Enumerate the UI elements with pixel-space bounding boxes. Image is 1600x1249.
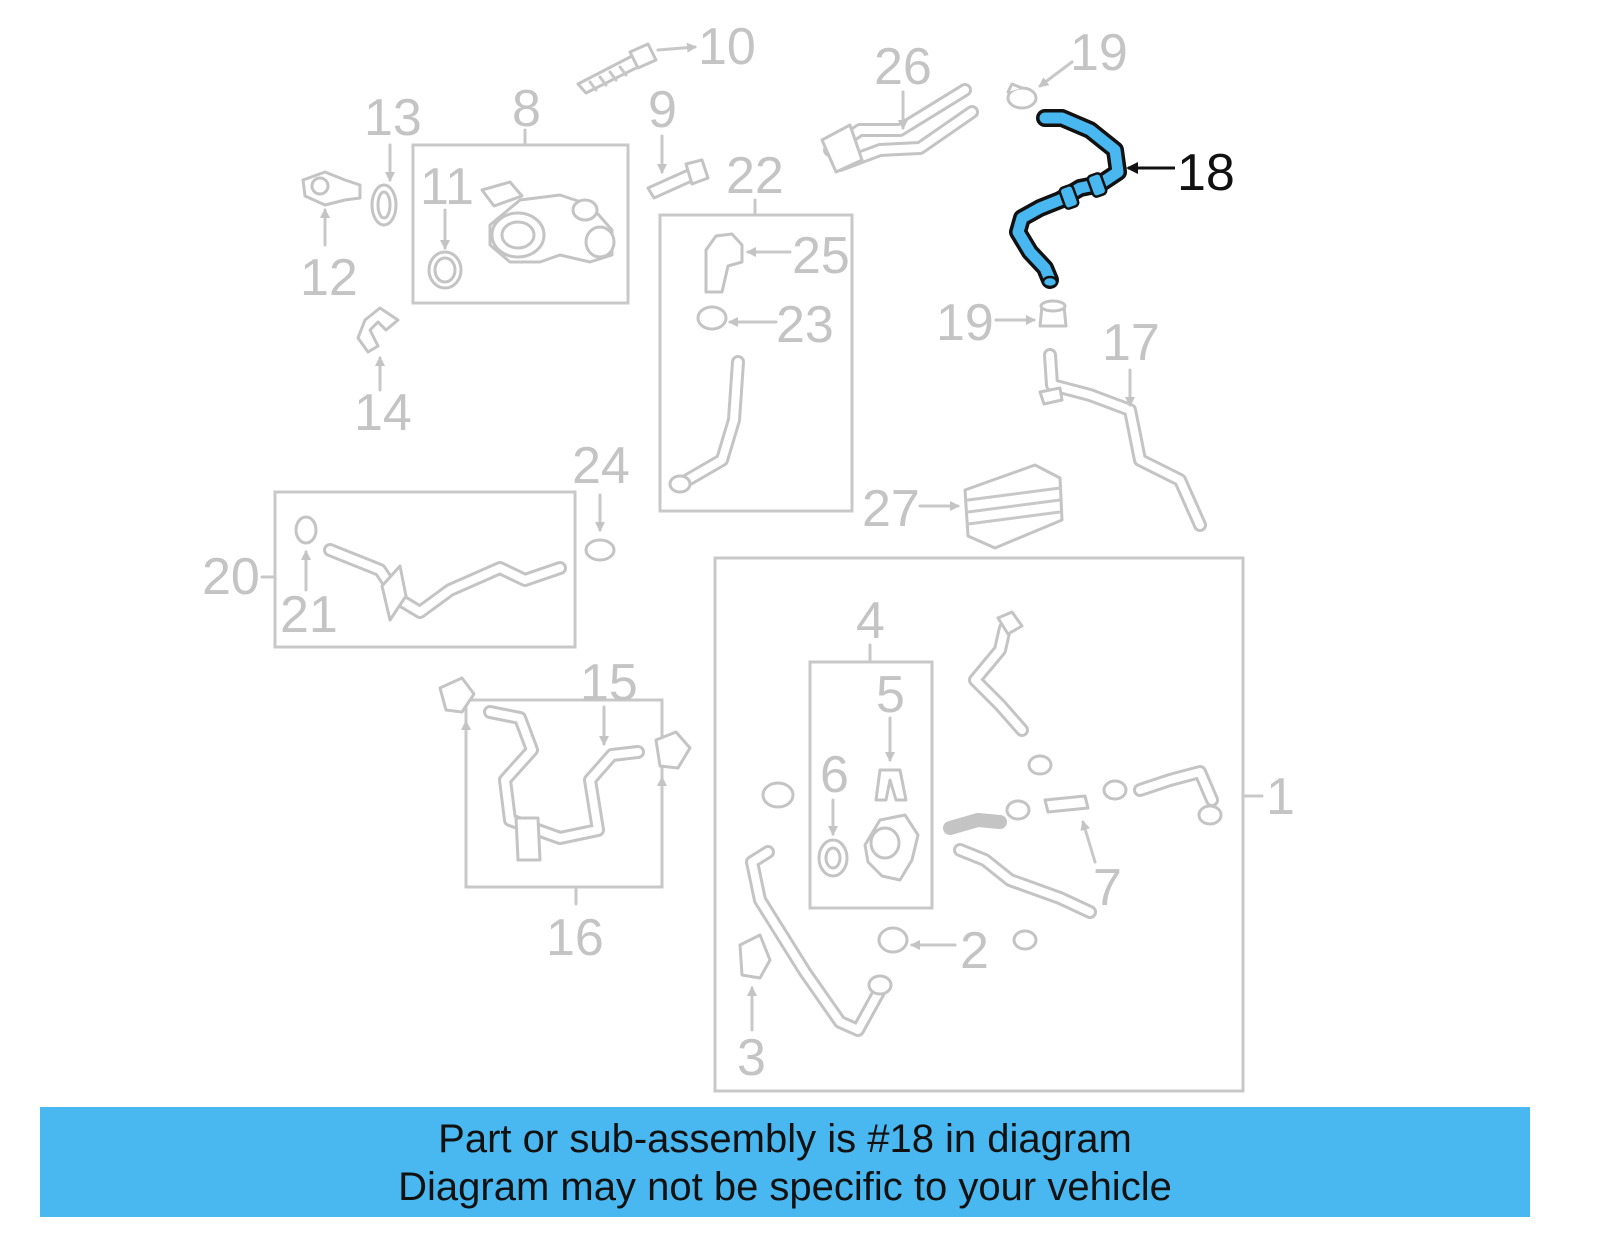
part-17-pipe [1038, 348, 1207, 532]
part-10-bolt [576, 42, 697, 95]
part-8-thermostat-housing [480, 180, 616, 264]
callout-20: 20 [202, 548, 260, 606]
callout-9: 9 [648, 81, 677, 139]
callout-15: 15 [580, 654, 638, 712]
part-4-outlet [863, 813, 920, 882]
part-21-oring [294, 515, 318, 592]
info-banner: Part or sub-assembly is #18 in diagram D… [40, 1107, 1530, 1217]
banner-line-part-number: Part or sub-assembly is #18 in diagram [438, 1117, 1132, 1161]
callout-26: 26 [874, 38, 932, 96]
callout-17: 17 [1102, 314, 1160, 372]
part-5-clip [874, 716, 908, 802]
part-7-arrow [1080, 820, 1097, 864]
part-9-bolt [646, 134, 710, 200]
part-24-clamp [584, 493, 616, 562]
callout-16: 16 [546, 909, 604, 967]
callout-23: 23 [776, 296, 834, 354]
callout-24: 24 [572, 437, 630, 495]
part-22-hose [668, 355, 745, 494]
part-6-oring [817, 798, 849, 878]
part-13-oring [370, 143, 398, 227]
part-19-clamp-bottom [994, 299, 1068, 328]
box-1 [713, 556, 1245, 1093]
part-1-hoses [745, 610, 1223, 1037]
callout-5: 5 [876, 666, 905, 724]
part-18-hose-highlighted [1009, 109, 1175, 289]
part-11-gasket [427, 208, 463, 290]
part-19-clamp-top [1006, 60, 1074, 110]
callout-4: 4 [856, 592, 885, 650]
callout-21: 21 [280, 586, 338, 644]
callout-14: 14 [354, 384, 412, 442]
callout-8: 8 [512, 80, 541, 138]
part-12-sensor [301, 170, 362, 247]
part-15-hose [438, 676, 692, 906]
callout-19-top: 19 [1070, 24, 1128, 82]
part-27-oil-cooler [918, 463, 1064, 550]
part-2-clamp [877, 926, 957, 954]
part-26-pipe [820, 83, 979, 174]
callout-27: 27 [862, 480, 920, 538]
box-16 [464, 698, 664, 889]
banner-line-disclaimer: Diagram may not be specific to your vehi… [398, 1165, 1172, 1209]
callout-12: 12 [300, 249, 358, 307]
part-3-bracket [738, 933, 772, 1032]
part-23-clamp [696, 305, 778, 331]
callout-7: 7 [1093, 859, 1122, 917]
callout-13: 13 [364, 89, 422, 147]
callout-22: 22 [726, 147, 784, 205]
box-8 [411, 143, 630, 305]
part-14-clip [356, 306, 400, 392]
callout-3: 3 [737, 1029, 766, 1087]
callout-10: 10 [698, 18, 756, 76]
callout-11: 11 [420, 158, 474, 216]
callout-18: 18 [1177, 144, 1235, 202]
callout-19-bottom: 19 [936, 294, 994, 352]
callout-25: 25 [792, 227, 850, 285]
part-20-pipe [323, 543, 567, 622]
callout-1: 1 [1266, 768, 1295, 826]
callout-2: 2 [960, 922, 989, 980]
box-20 [273, 490, 577, 649]
part-25-connector [704, 232, 792, 294]
callout-6: 6 [820, 746, 849, 804]
